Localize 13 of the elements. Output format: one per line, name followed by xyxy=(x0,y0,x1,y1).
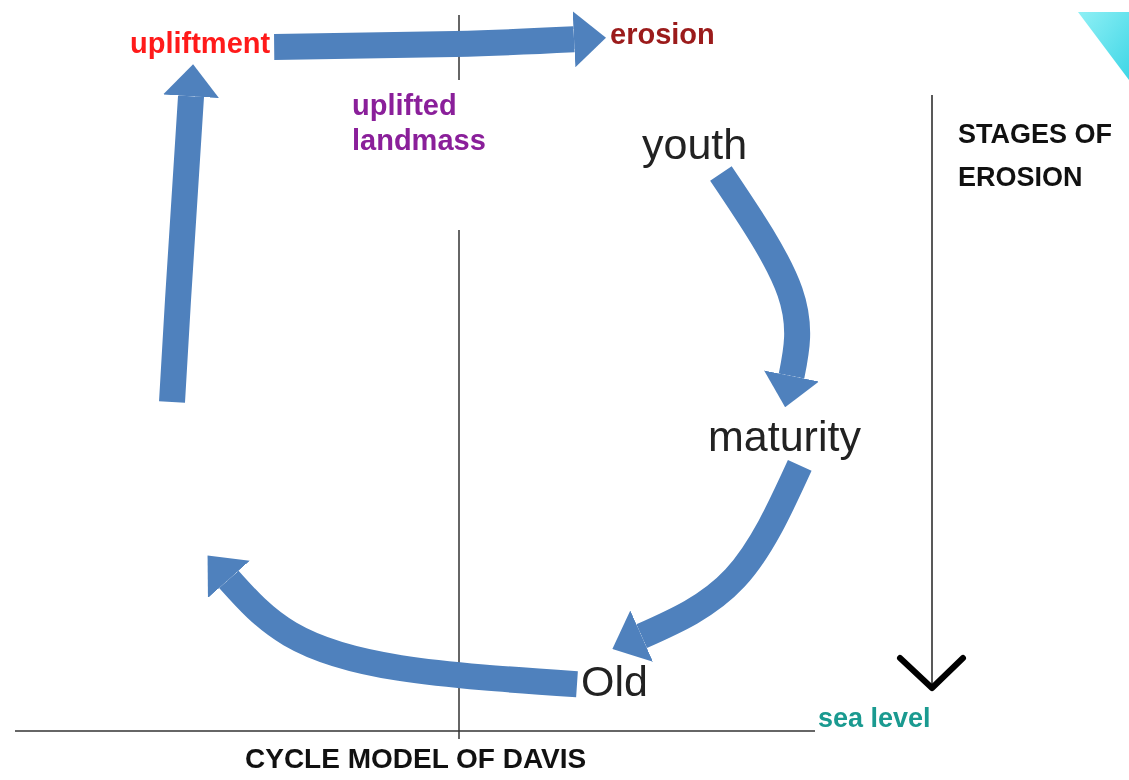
curved-block-arrow xyxy=(612,460,812,662)
stage-label: youth xyxy=(642,120,748,170)
curved-block-arrow xyxy=(710,166,819,408)
caption: CYCLE MODEL OF DAVIS xyxy=(245,743,587,775)
stage-label: uplifted landmass xyxy=(352,88,487,158)
stage-label: Old xyxy=(581,657,648,707)
stage-label: upliftment xyxy=(130,27,271,61)
stage-label: maturity xyxy=(708,412,861,462)
curved-block-arrow xyxy=(273,11,606,68)
curved-block-arrow xyxy=(159,64,219,403)
axis-title: STAGES OF EROSION xyxy=(958,118,1113,195)
sea-level-label: sea level xyxy=(818,702,932,735)
stage-label: erosion xyxy=(610,18,715,52)
